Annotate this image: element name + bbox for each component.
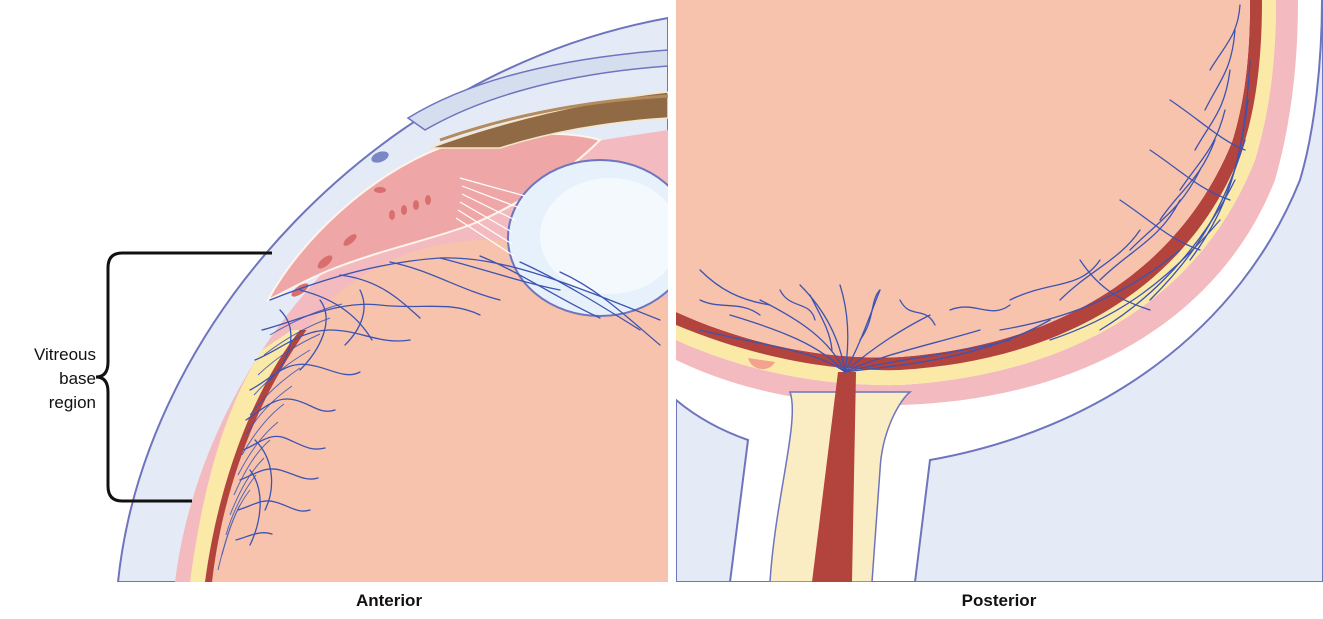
posterior-panel — [676, 0, 1323, 582]
vitreous-base-label-line-1: Vitreous — [0, 343, 96, 367]
vitreous-base-label: Vitreous base region — [0, 343, 96, 415]
posterior-caption: Posterior — [899, 591, 1099, 611]
vitreous-base-label-line-3: region — [0, 391, 96, 415]
vitreous-base-label-line-2: base — [0, 367, 96, 391]
anterior-panel — [118, 18, 692, 582]
anterior-caption: Anterior — [289, 591, 489, 611]
lens-inner — [540, 178, 680, 294]
